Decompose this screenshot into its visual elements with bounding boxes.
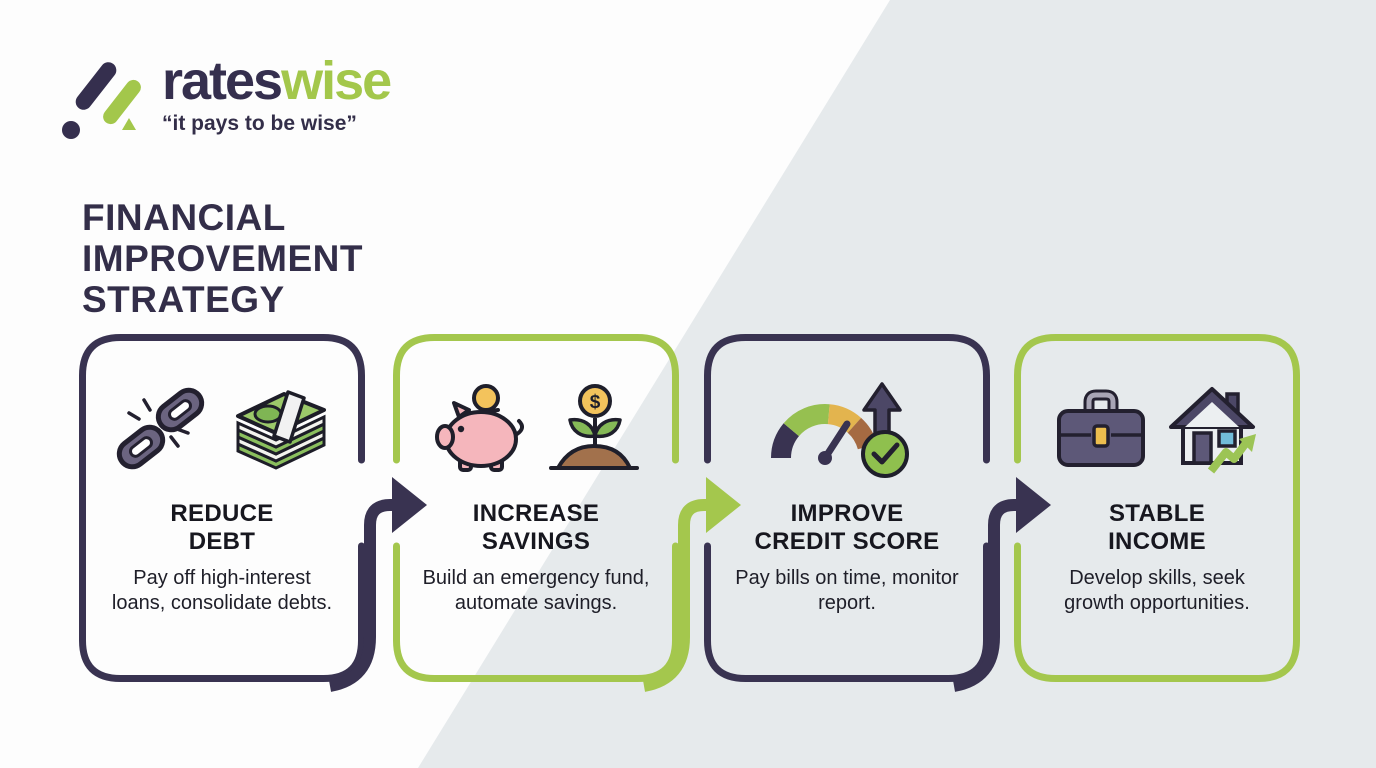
piggy-bank-icon	[435, 384, 524, 472]
flow-arrow-3	[952, 477, 1051, 692]
card-border	[393, 334, 679, 682]
card-border	[704, 334, 990, 682]
step-description: Develop skills, seek growth opportunitie…	[1064, 567, 1250, 614]
credit-score-gauge-icon	[771, 382, 909, 478]
house-growth-icon	[1169, 387, 1256, 474]
flow-arrow-1	[328, 477, 427, 692]
brand-part-rates: rates	[162, 51, 283, 111]
step-description: Pay bills on time, monitor report.	[735, 567, 959, 614]
money-stack-icon	[236, 390, 326, 470]
card-border	[1014, 334, 1300, 682]
rateswise-logo-icon	[62, 62, 141, 139]
brand-tagline: “it pays to be wise”	[162, 112, 357, 135]
money-plant-icon: $	[549, 384, 639, 470]
flow-arrow-2	[642, 477, 741, 692]
brand-part-wise: wise	[281, 51, 392, 111]
page-title: FINANCIAL IMPROVEMENT STRATEGY	[82, 196, 363, 320]
broken-chain-icon	[116, 387, 205, 470]
step-description: Pay off high-interest loans, consolidate…	[111, 567, 333, 614]
card-border	[79, 334, 365, 682]
logo: rateswise “it pays to be wise”	[60, 51, 392, 144]
step-description: Build an emergency fund, automate saving…	[422, 567, 650, 614]
svg-text:$: $	[590, 392, 601, 413]
briefcase-icon	[1057, 389, 1145, 467]
brand-name: rateswise	[162, 51, 392, 111]
